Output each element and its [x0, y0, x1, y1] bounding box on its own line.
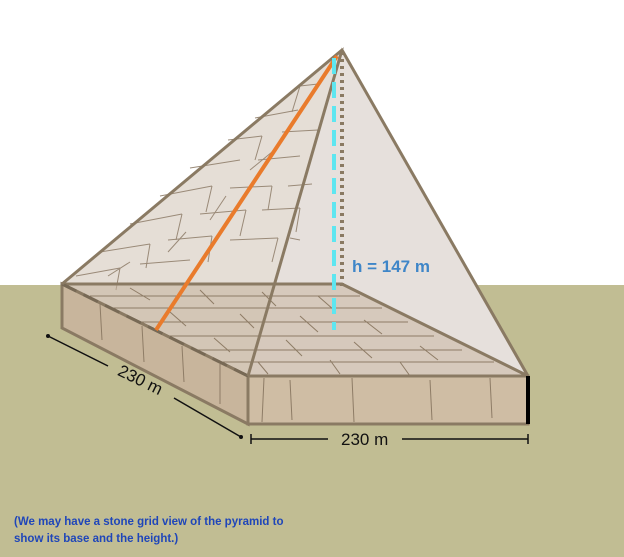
diagram-note: (We may have a stone grid view of the py… — [14, 514, 314, 548]
diagram-note-line-2: show its base and the height.) — [14, 533, 179, 545]
pyramid-edge-front — [246, 49, 344, 377]
base-face-stone-lines — [99, 303, 493, 423]
front-dimension: 230 m — [250, 430, 529, 449]
front-dimension-label: 230 m — [341, 430, 388, 449]
hidden-base-edge — [61, 282, 249, 378]
slant-height-line — [154, 54, 339, 332]
pyramid-edge-right — [340, 49, 530, 377]
height-label: h = 147 m — [352, 257, 430, 276]
diagram-note-line-1: (We may have a stone grid view of the py… — [14, 516, 284, 528]
base-side-face — [60, 281, 250, 427]
pyramid-edge-left — [61, 48, 343, 286]
